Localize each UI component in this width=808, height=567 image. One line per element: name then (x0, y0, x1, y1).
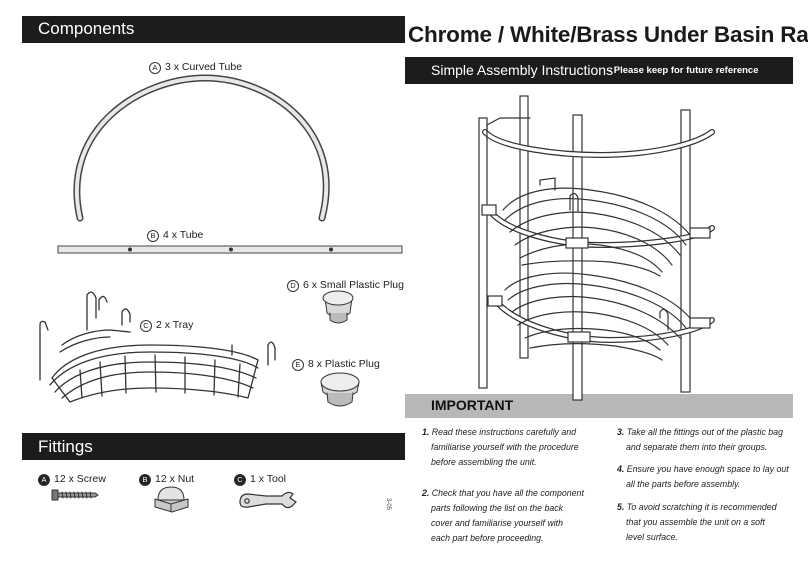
tray-illustration (39, 291, 276, 403)
subtitle-bar: Simple Assembly Instructions - Please ke… (405, 57, 793, 84)
instruction-2: 2. Check that you have all the component… (422, 488, 584, 543)
tool-icon (239, 491, 297, 509)
assembled-rack-illustration (478, 95, 715, 401)
instruction-1: 1. Read these instructions carefully and… (422, 427, 579, 467)
instruction-4: 4. Ensure you have enough space to lay o… (617, 464, 789, 489)
components-header-label: Components (38, 19, 135, 38)
instruction-5: 5. To avoid scratching it is recommended… (617, 502, 777, 542)
fittings-header: Fittings (22, 433, 405, 460)
important-header-label: IMPORTANT (431, 397, 514, 413)
page-title: Chrome / White/Brass Under Basin Rack (408, 22, 808, 47)
straight-tube-illustration (57, 245, 403, 254)
small-plastic-plug-illustration (322, 290, 354, 324)
subtitle: Simple Assembly Instructions (431, 62, 614, 78)
important-header: IMPORTANT (405, 394, 793, 418)
fittings-header-label: Fittings (38, 437, 93, 456)
subtitle-note: - Please keep for future reference (608, 65, 759, 76)
components-header: Components (22, 16, 405, 43)
plastic-plug-illustration (320, 372, 360, 407)
instruction-3: 3. Take all the fittings out of the plas… (617, 427, 783, 452)
nut-icon (154, 486, 189, 513)
screw-icon (51, 489, 99, 501)
curved-tube-illustration (73, 74, 330, 222)
